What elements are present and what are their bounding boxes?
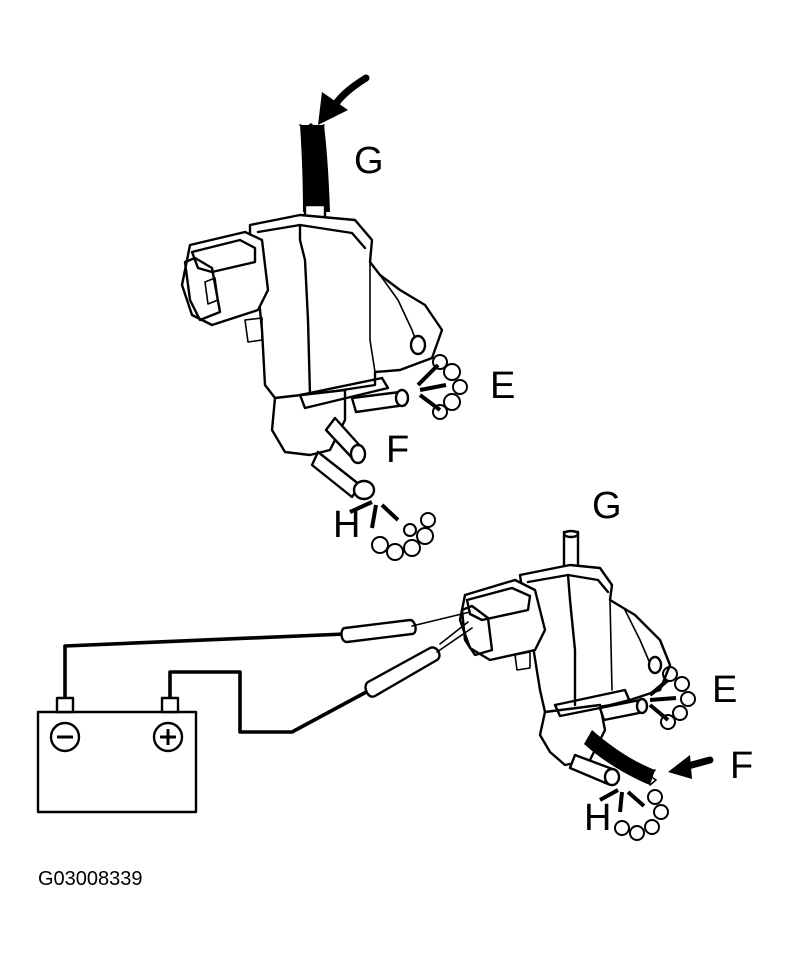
upper-vsv: G E F H [180, 74, 515, 561]
lower-connector-face [460, 604, 494, 657]
upper-vsv-body [248, 213, 444, 400]
lower-vsv-body [518, 563, 672, 714]
upper-label-f: F [386, 429, 409, 471]
upper-body-front [298, 223, 312, 397]
lower-label-e: E [712, 669, 737, 711]
lower-body-line [609, 599, 613, 691]
battery-negative-post [55, 696, 75, 714]
upper-port-h [310, 450, 362, 499]
lower-label-g: G [592, 485, 622, 527]
upper-connector [180, 230, 270, 327]
lower-vsv: G E F H [458, 485, 753, 841]
lower-f-hose-end [649, 769, 657, 786]
upper-body-edge [256, 223, 367, 250]
upper-connector-latch [244, 317, 263, 343]
upper-label-h: H [333, 504, 360, 546]
lower-connector-tab [465, 586, 532, 622]
upper-h-air-puff [349, 500, 436, 561]
upper-bracket [298, 376, 390, 410]
upper-e-air-puff [416, 354, 468, 420]
battery-positive-post [160, 696, 180, 714]
upper-inlet-hose [300, 125, 330, 212]
lower-f-flow-arrow [684, 756, 714, 770]
upper-port-h-end [352, 479, 376, 501]
lower-e-air-puff [648, 666, 696, 730]
lower-port-e-end [635, 697, 649, 715]
lower-mount-hole [647, 655, 663, 675]
lower-connector [458, 578, 547, 662]
positive-lead [436, 627, 473, 653]
lower-body-front [566, 573, 577, 707]
upper-body-line [369, 261, 376, 373]
upper-label-e: E [490, 365, 515, 407]
lower-flange [624, 609, 653, 669]
positive-wire-sleeve [364, 646, 441, 698]
positive-wire [168, 670, 372, 734]
lower-body-edge [526, 573, 610, 594]
upper-mount-hole [409, 334, 427, 356]
upper-connector-lock [204, 277, 219, 305]
negative-wire-sleeve [340, 618, 417, 644]
lower-label-h: H [584, 797, 611, 839]
negative-lead [411, 611, 471, 627]
upper-port-f-end [349, 443, 367, 465]
lower-port-g-tip [562, 529, 580, 539]
lower-f-arrowhead [668, 755, 692, 779]
lower-port-h-end [603, 767, 621, 787]
connector-lead-extra [439, 621, 469, 645]
lower-connector-latch [514, 651, 531, 671]
lower-h-air-puff [599, 788, 669, 841]
lower-f-hose [584, 730, 655, 785]
figure-code: G03008339 [38, 868, 143, 890]
upper-label-g: G [354, 140, 384, 182]
upper-g-arrowhead [318, 92, 348, 125]
upper-connector-face [183, 256, 222, 322]
lower-label-f: F [730, 745, 753, 787]
battery-circuit [36, 611, 473, 814]
upper-port-e-end [394, 388, 410, 408]
upper-inlet-hose-end [299, 123, 325, 130]
upper-connector-tab [190, 238, 257, 274]
negative-wire [63, 632, 347, 702]
